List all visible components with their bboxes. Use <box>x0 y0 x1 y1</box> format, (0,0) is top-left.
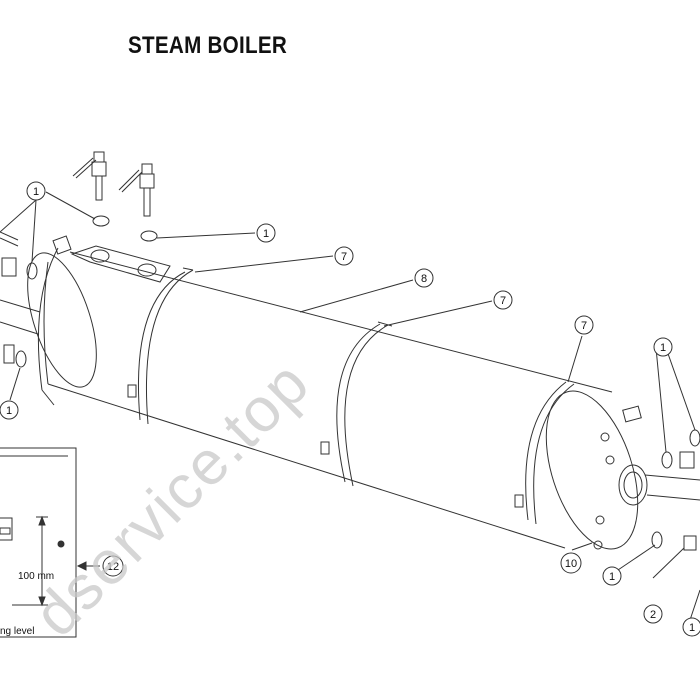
end-plate-left <box>37 235 72 406</box>
sensor-probe <box>72 151 107 201</box>
callout-1: 1 <box>256 223 276 243</box>
callout-circle <box>560 552 582 574</box>
callout-circle <box>643 604 663 624</box>
callout-circle <box>493 290 513 310</box>
callout-circle <box>256 223 276 243</box>
callout-label: 1 <box>609 571 615 583</box>
callout-circle <box>653 337 673 357</box>
callout-12: 12 <box>102 555 124 577</box>
support-band <box>514 381 575 525</box>
o-ring <box>15 350 27 368</box>
callout-1: 1 <box>26 181 46 201</box>
callout-7: 7 <box>574 315 594 335</box>
top-flange <box>70 245 171 283</box>
o-ring <box>661 451 673 469</box>
support-band <box>320 321 393 487</box>
callout-label: 1 <box>263 228 269 240</box>
callout-circle <box>102 555 124 577</box>
callout-label: 8 <box>421 273 427 285</box>
o-ring <box>92 215 110 227</box>
callout-circle <box>574 315 594 335</box>
inset-detail <box>0 447 77 638</box>
o-ring <box>689 429 700 447</box>
boiler-cylinder <box>27 251 639 550</box>
callout-label: 1 <box>660 342 666 354</box>
callout-label: 7 <box>341 251 347 263</box>
diagram-title: STEAM BOILER <box>128 32 288 59</box>
callout-label: 7 <box>581 320 587 332</box>
end-plate-right <box>593 405 700 551</box>
callout-circle <box>26 181 46 201</box>
callout-label: 10 <box>565 558 577 570</box>
callout-10: 10 <box>560 552 582 574</box>
callout-label: 2 <box>650 609 656 621</box>
fitting <box>683 535 697 551</box>
callout-1: 1 <box>682 617 700 637</box>
o-ring <box>26 262 38 280</box>
fitting <box>679 451 695 469</box>
callout-7: 7 <box>334 246 354 266</box>
inset-dimension-label: 100 mm <box>18 571 54 582</box>
callout-7: 7 <box>493 290 513 310</box>
callout-label: 1 <box>689 622 695 634</box>
callout-label: 1 <box>6 405 12 417</box>
callout-circle <box>414 268 434 288</box>
callout-1: 1 <box>653 337 673 357</box>
support-band <box>127 267 194 425</box>
inset-level-label: ng level <box>0 626 34 637</box>
callout-label: 7 <box>500 295 506 307</box>
watermark: dservice.top <box>21 348 323 650</box>
callout-1: 1 <box>0 400 19 420</box>
arrow-head <box>76 561 87 571</box>
leader-lines <box>0 191 700 621</box>
callout-label: 1 <box>33 186 39 198</box>
callout-label: 12 <box>107 561 119 573</box>
o-ring <box>651 531 663 549</box>
callout-circle <box>0 400 19 420</box>
o-ring <box>140 230 158 242</box>
callout-1: 1 <box>602 566 622 586</box>
callout-circle <box>334 246 354 266</box>
callout-8: 8 <box>414 268 434 288</box>
fitting <box>0 231 41 364</box>
callout-2: 2 <box>643 604 663 624</box>
sensor-probe <box>118 163 155 217</box>
callout-circle <box>602 566 622 586</box>
callout-circle <box>682 617 700 637</box>
